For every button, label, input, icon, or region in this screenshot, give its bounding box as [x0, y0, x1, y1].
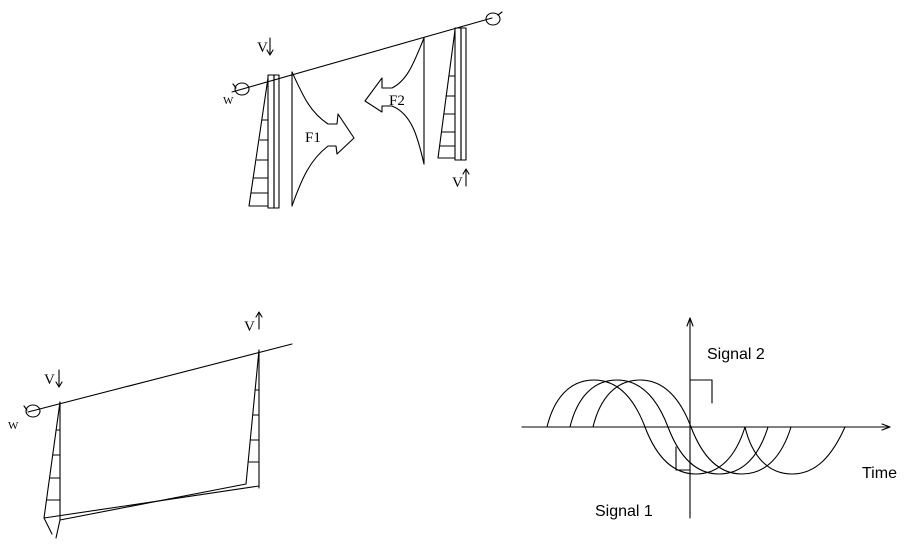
bottom-left-hatched-triangle	[43, 401, 61, 521]
signal-wave-4	[744, 426, 846, 475]
bottom-v-arrow-up	[255, 311, 263, 330]
top-diagram: V V W F1 F2	[223, 11, 503, 209]
top-label-v-left: V	[257, 40, 268, 56]
top-rotation-symbol-left	[232, 82, 250, 96]
top-f2-arrow-shape	[364, 37, 425, 165]
signal-wave-3	[592, 379, 792, 475]
top-left-blade	[248, 74, 280, 209]
signal-y-axis	[686, 317, 694, 519]
top-v-arrow-down	[266, 37, 274, 56]
signal-1-label: Signal 1	[595, 503, 653, 520]
bottom-label-w: W	[8, 420, 19, 432]
bottom-right-hatched-triangle	[245, 349, 260, 489]
top-axis-line	[231, 17, 493, 93]
bottom-v-arrow-down	[55, 369, 63, 388]
signal-2-marker	[689, 379, 713, 404]
bottom-label-v-right: V	[244, 319, 255, 335]
top-label-f1: F1	[305, 130, 321, 146]
signal-wave-2	[569, 379, 769, 475]
signal-wave-1	[546, 379, 746, 475]
top-label-v-right: V	[452, 175, 463, 191]
time-axis-label: Time	[862, 465, 897, 482]
top-right-blade	[437, 27, 467, 161]
bottom-crossing-lines	[43, 483, 260, 539]
bottom-rotation-symbol	[23, 404, 41, 418]
signal-diagram: Signal 2 Signal 1 Time	[521, 317, 897, 520]
bottom-axis-line	[27, 343, 293, 413]
bottom-left-diagram: V V W	[8, 311, 293, 539]
top-label-w: W	[223, 95, 234, 107]
top-f1-arrow-shape	[291, 71, 355, 207]
top-v-arrow-up	[462, 168, 470, 187]
signal-x-axis	[521, 423, 891, 431]
signal-1-marker	[675, 446, 691, 471]
signal-2-label: Signal 2	[707, 346, 765, 363]
top-rotation-symbol-right	[485, 11, 503, 26]
bottom-label-v-left: V	[44, 372, 55, 388]
top-label-f2: F2	[389, 93, 405, 109]
